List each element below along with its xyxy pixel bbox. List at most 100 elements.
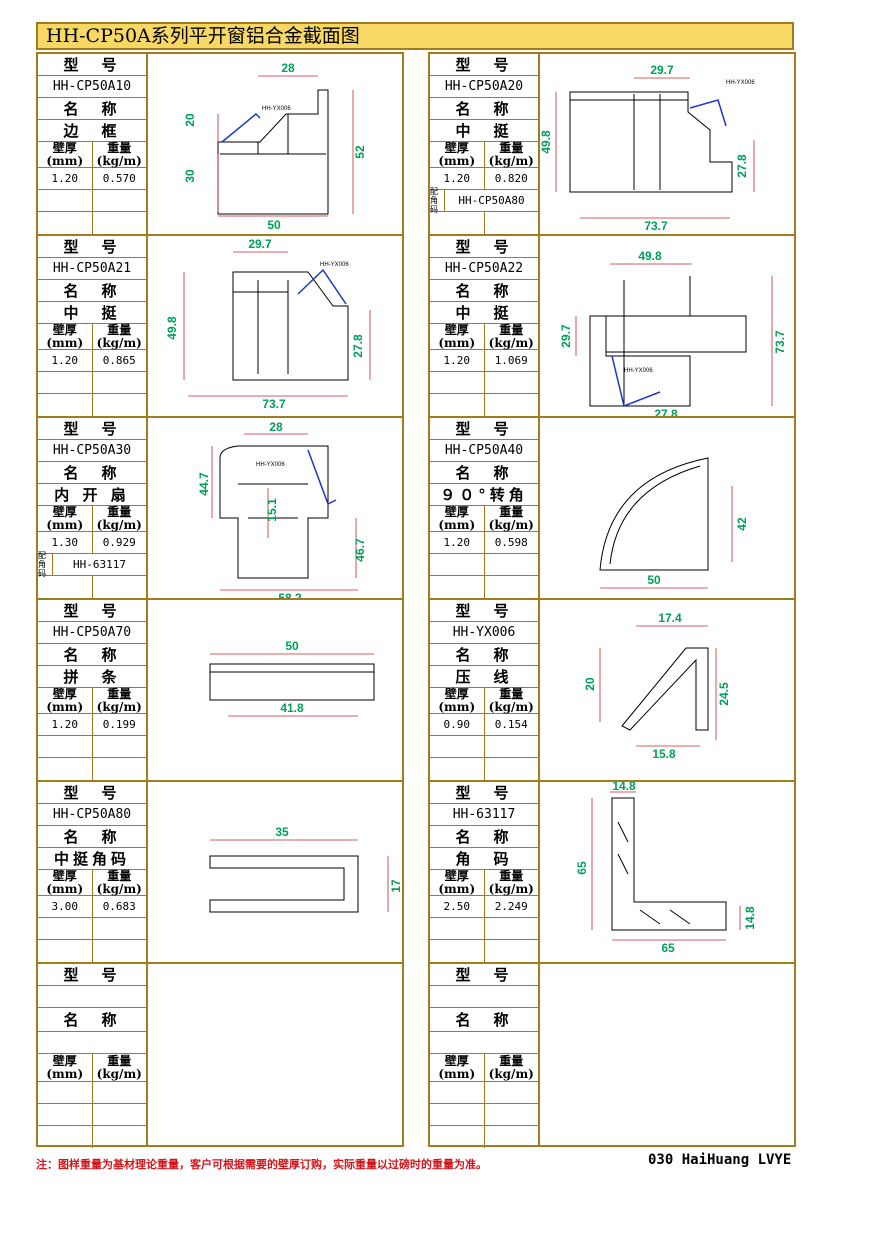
model-value: HH-63117 — [430, 804, 538, 826]
profile-drawing — [540, 964, 794, 1145]
dimension-label: 73.7 — [773, 330, 787, 354]
corner-value: HH-63117 — [73, 558, 126, 571]
model-label: 型 号 — [430, 54, 538, 76]
dimension-label: 46.7 — [353, 538, 367, 562]
profile-drawing: 14.8 65 14.8 65 — [540, 779, 794, 962]
model-value: HH-CP50A21 — [38, 258, 146, 280]
thickness-value: 1.20 — [38, 168, 93, 189]
model-label: 型 号 — [38, 418, 146, 440]
thickness-value: 1.20 — [38, 714, 93, 735]
dimension-label: 29.7 — [650, 63, 674, 77]
weight-label: 重量(kg/m) — [488, 140, 534, 168]
model-label: 型 号 — [430, 782, 538, 804]
thickness-value: 1.30 — [38, 532, 93, 553]
weight-label: 重量(kg/m) — [488, 686, 534, 714]
name-value: 拼 条 — [38, 666, 146, 688]
name-label: 名 称 — [38, 280, 146, 302]
wall-label: 壁厚(mm) — [38, 869, 93, 895]
name-label: 名 称 — [38, 98, 146, 120]
name-label: 名 称 — [430, 280, 538, 302]
dimension-label: 49.8 — [638, 249, 662, 263]
name-label: 名 称 — [38, 644, 146, 666]
profile-drawing: 49.8 29.7 73.7 27.8 HH-YX006 — [540, 236, 794, 423]
wall-label: 壁厚(mm) — [38, 1054, 93, 1081]
dimension-label: 42 — [735, 517, 749, 531]
wall-label: 壁厚(mm) — [38, 141, 93, 167]
wall-label: 壁厚(mm) — [38, 323, 93, 349]
dimension-label: 50 — [647, 573, 661, 587]
thickness-value: 1.20 — [430, 532, 485, 553]
gasket-tag: HH-YX006 — [256, 462, 285, 468]
model-label: 型 号 — [38, 600, 146, 622]
corner-label: 配角码 — [38, 551, 53, 578]
name-value: 边 框 — [38, 120, 146, 142]
corner-label: 配角码 — [430, 187, 445, 214]
gasket-tag: HH-YX006 — [726, 80, 755, 86]
wall-label: 壁厚(mm) — [430, 687, 485, 713]
wall-label: 壁厚(mm) — [430, 141, 485, 167]
profile-svg: 29.749.827.873.7HH-YX006 — [165, 237, 371, 411]
dimension-label: 20 — [583, 677, 597, 691]
model-value: HH-CP50A22 — [430, 258, 538, 280]
thickness-value: 0.90 — [430, 714, 485, 735]
corner-value: HH-CP50A80 — [458, 194, 525, 207]
dimension-label: 65 — [575, 861, 589, 875]
dimension-label: 15.1 — [265, 498, 279, 522]
dimension-label: 17 — [389, 879, 402, 893]
dimension-label: 14.8 — [612, 782, 636, 793]
thickness-value: 1.20 — [430, 350, 485, 371]
model-value: HH-CP50A80 — [38, 804, 146, 826]
dimension-label: 52 — [353, 145, 367, 159]
dimension-label: 24.5 — [717, 682, 731, 706]
dimension-label: 14.8 — [743, 906, 757, 930]
dimension-label: 58.2 — [278, 591, 302, 598]
thickness-value: 3.00 — [38, 896, 93, 917]
model-value: HH-CP50A70 — [38, 622, 146, 644]
dimension-label: 27.8 — [735, 154, 749, 178]
profile-svg: 35 17 — [209, 825, 403, 913]
gasket-tag: HH-YX006 — [262, 106, 291, 112]
weight-label: 重量(kg/m) — [96, 504, 142, 532]
profile-block: 型 号名 称壁厚(mm)重量(kg/m) — [430, 964, 794, 1148]
profile-block: 型 号名 称壁厚(mm)重量(kg/m) — [38, 964, 402, 1148]
profile-svg: 14.8 65 14.8 65 — [575, 779, 757, 955]
weight-label: 重量(kg/m) — [96, 868, 142, 896]
dimension-label: 29.7 — [559, 324, 573, 348]
dimension-label: 17.4 — [658, 611, 682, 625]
dimension-label: 35 — [275, 825, 289, 839]
name-value: 中 挺 — [430, 302, 538, 324]
name-value: ９０°转角 — [430, 484, 538, 506]
dimension-label: 41.8 — [280, 701, 304, 715]
gasket-tag: HH-YX006 — [624, 368, 653, 374]
wall-label: 壁厚(mm) — [38, 505, 93, 531]
dimension-label: 27.8 — [654, 407, 678, 416]
profile-drawing — [148, 964, 402, 1145]
page-number: 030 HaiHuang LVYE — [648, 1152, 792, 1168]
profile-drawing: 42 50 — [540, 418, 794, 598]
weight-label: 重量(kg/m) — [96, 140, 142, 168]
weight-value: 0.154 — [494, 718, 528, 731]
thickness-value: 1.20 — [38, 350, 93, 371]
name-label: 名 称 — [38, 826, 146, 848]
dimension-label: 65 — [661, 941, 675, 955]
name-label: 名 称 — [430, 826, 538, 848]
profile-svg: 42 50 — [599, 457, 749, 589]
name-label: 名 称 — [38, 462, 146, 484]
model-value: HH-CP50A20 — [430, 76, 538, 98]
